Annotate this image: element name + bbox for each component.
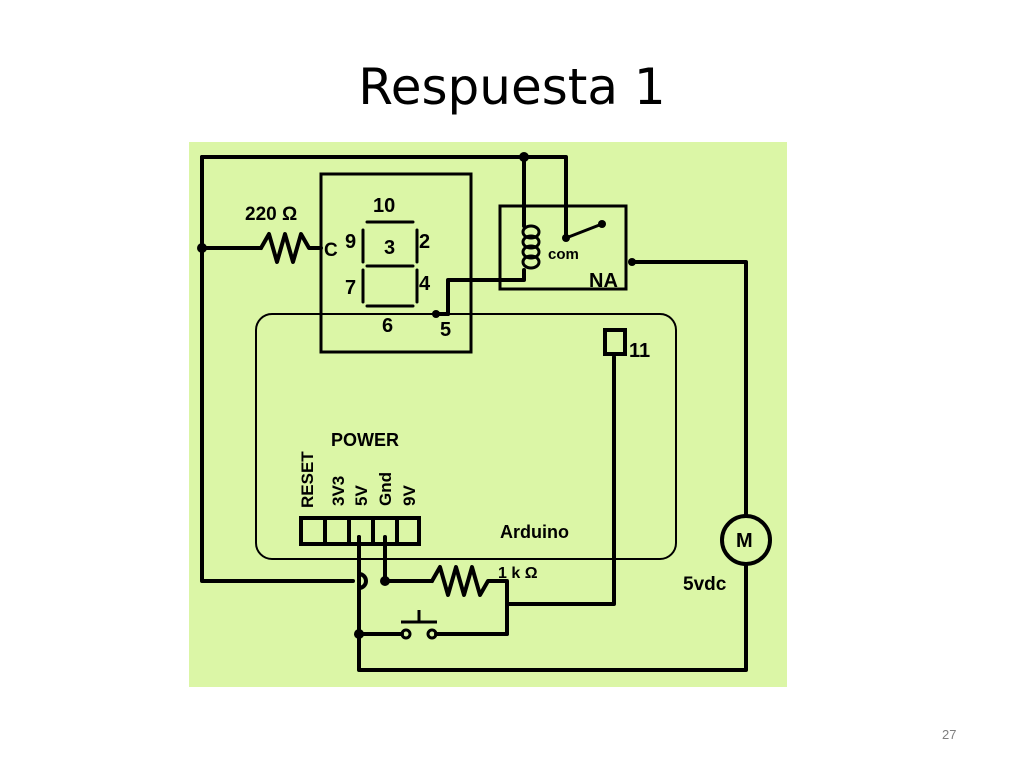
wire-pin11 bbox=[505, 355, 616, 606]
circuit-diagram: 220 Ω C 10 9 3 2 7 4 6 5 com NA 11 POWER… bbox=[189, 142, 787, 687]
resistor-1k bbox=[430, 565, 509, 636]
display-pin-6: 6 bbox=[382, 315, 393, 337]
push-button-icon bbox=[400, 610, 438, 640]
motor-supply-label: 5vdc bbox=[683, 574, 727, 595]
display-common-label: C bbox=[324, 240, 338, 261]
pin11-pad bbox=[603, 328, 627, 356]
resistor-1k-label: 1 k Ω bbox=[498, 565, 538, 582]
wire-left-loop bbox=[200, 155, 355, 583]
arduino-board bbox=[255, 313, 677, 560]
slide-title: Respuesta 1 bbox=[358, 58, 666, 116]
display-pin-7: 7 bbox=[345, 277, 356, 299]
resistor-220-label: 220 Ω bbox=[245, 204, 297, 225]
header-reset-label: RESET bbox=[298, 451, 317, 508]
relay-coil-icon bbox=[521, 224, 541, 270]
slide-number: 27 bbox=[942, 727, 957, 742]
display-pin-5: 5 bbox=[440, 319, 451, 341]
resistor-220 bbox=[259, 232, 319, 264]
display-pin-9: 9 bbox=[345, 231, 356, 253]
header-3v3-label: 3V3 bbox=[329, 476, 348, 506]
display-pin-10: 10 bbox=[373, 195, 395, 217]
power-header bbox=[299, 516, 421, 546]
arduino-label: Arduino bbox=[500, 522, 569, 542]
display-pin-4: 4 bbox=[419, 273, 431, 295]
header-5v-label: 5V bbox=[352, 485, 371, 506]
diagram-background bbox=[189, 142, 787, 687]
wire-top bbox=[200, 155, 568, 240]
wire-no-to-motor bbox=[630, 260, 748, 517]
display-pin-2: 2 bbox=[419, 231, 430, 253]
relay-com-label: com bbox=[548, 246, 579, 263]
display-pin-3: 3 bbox=[384, 237, 395, 259]
relay-switch-arm bbox=[565, 222, 603, 240]
motor-icon bbox=[720, 514, 772, 566]
junction-dots bbox=[197, 152, 636, 639]
power-label: POWER bbox=[331, 430, 399, 450]
wire-5v bbox=[357, 535, 368, 636]
seven-segment-box bbox=[319, 172, 473, 354]
header-9v-label: 9V bbox=[400, 485, 419, 506]
header-gnd-label: Gnd bbox=[376, 472, 395, 506]
wire-coil-bottom bbox=[446, 268, 526, 316]
relay-no-label: NA bbox=[589, 270, 618, 292]
seven-segment-glyph bbox=[361, 220, 419, 308]
relay-box bbox=[498, 204, 628, 291]
motor-symbol: M bbox=[736, 530, 753, 552]
pin11-label: 11 bbox=[629, 340, 650, 362]
